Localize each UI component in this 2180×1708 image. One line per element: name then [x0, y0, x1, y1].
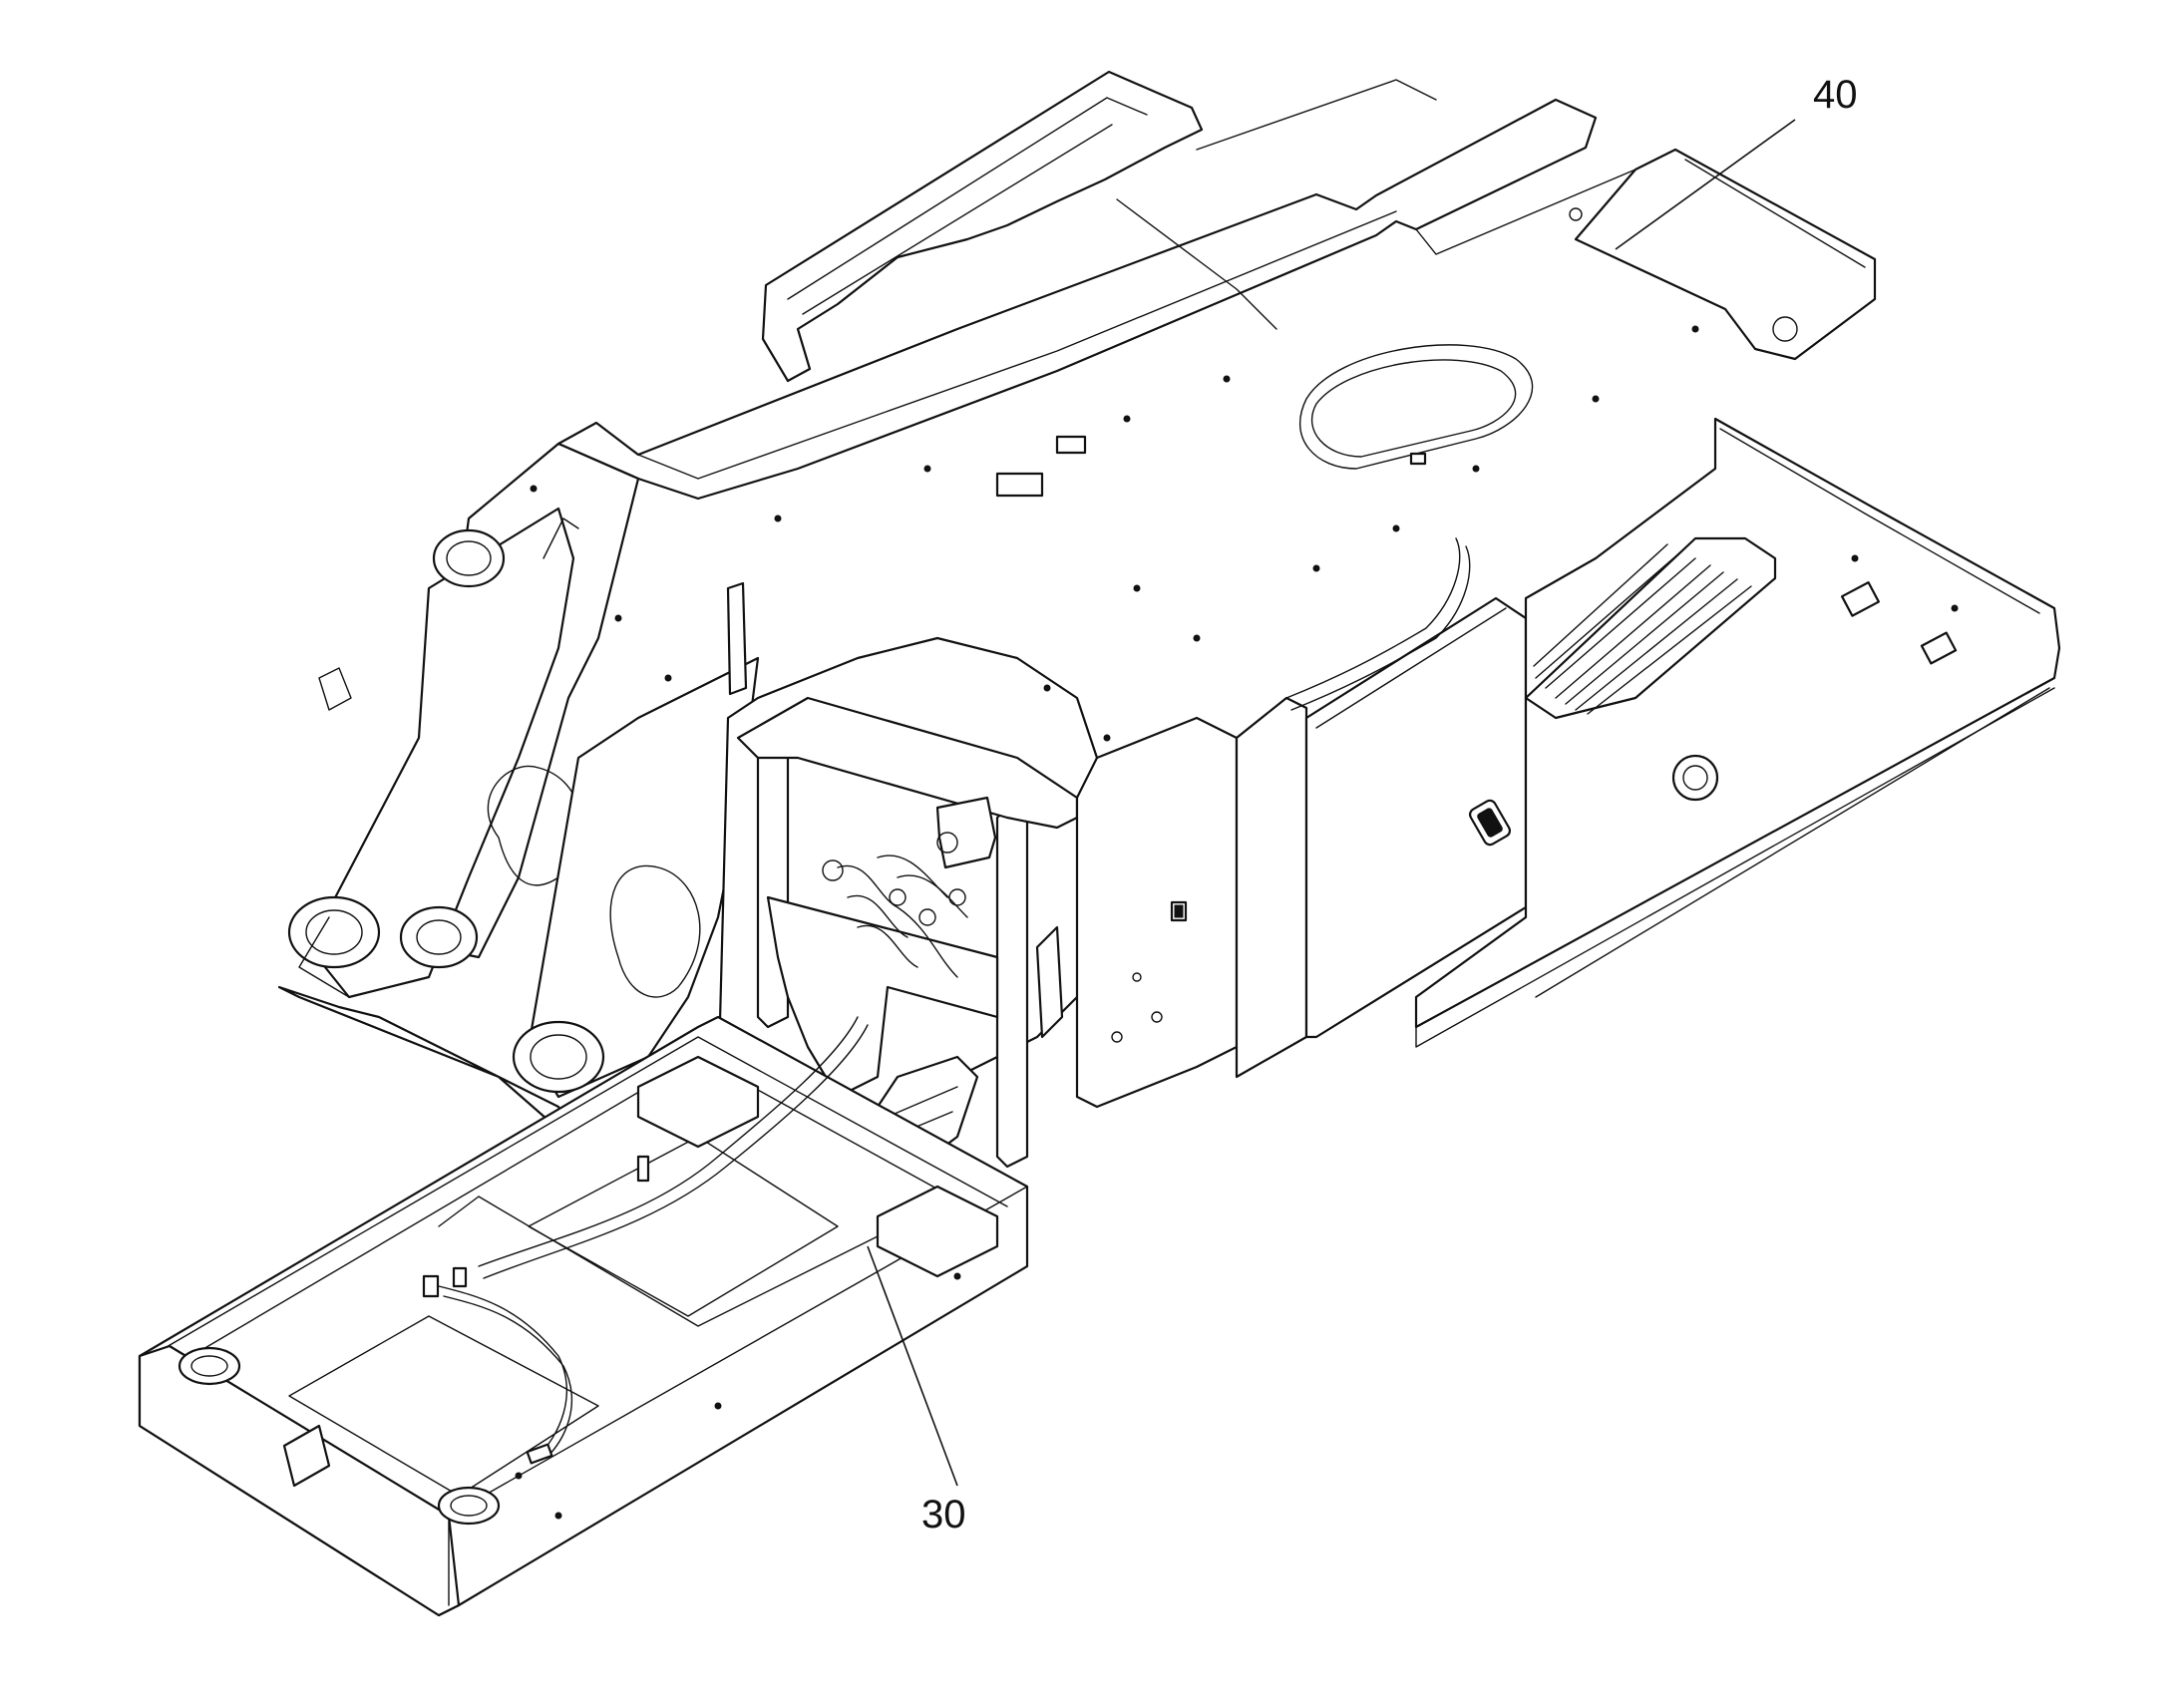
boom-mount-tower [277, 442, 640, 1149]
callout-30: 30 [867, 1245, 966, 1537]
leader-line-40 [1615, 119, 1796, 250]
side-panels [1075, 537, 1528, 1109]
callout-label-40: 40 [1813, 73, 1858, 117]
bolt-dots [530, 325, 1959, 742]
center-frame [512, 581, 760, 1099]
rear-tray [1414, 417, 2061, 1048]
callout-40: 40 [1615, 73, 1858, 250]
leader-line-30 [867, 1245, 958, 1487]
front-tray [138, 1015, 1029, 1617]
hydraulic-compartment [716, 636, 1099, 1188]
rear-upper-frame [556, 70, 1877, 501]
vent-grille [1524, 536, 1777, 720]
callout-label-30: 30 [921, 1493, 966, 1537]
